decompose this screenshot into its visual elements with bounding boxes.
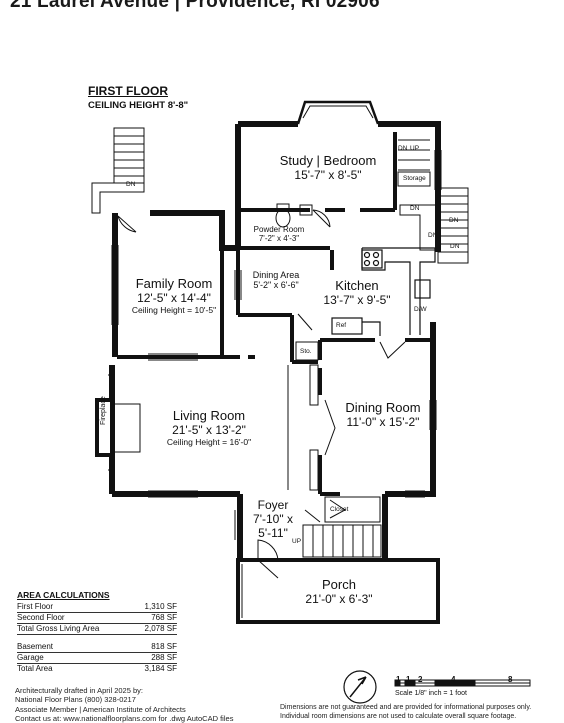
room-name: Foyer — [257, 498, 289, 512]
area-row: Second Floor 768 SF — [17, 613, 177, 624]
drafter-credits: Architecturally drafted in April 2025 by… — [15, 686, 233, 723]
room-name: Family Room — [135, 276, 213, 291]
area-title: AREA CALCULATIONS — [17, 590, 110, 600]
area-calculations: AREA CALCULATIONS First Floor 1,310 SF Se… — [17, 590, 177, 674]
area-value: 288 SF — [151, 653, 177, 662]
scale-tick: 4 — [451, 675, 456, 684]
area-label: Basement — [17, 642, 54, 651]
room-name: Kitchen — [335, 278, 379, 293]
disclaimer: Dimensions are not guaranteed and are pr… — [280, 704, 531, 721]
area-row: Basement 818 SF — [17, 642, 177, 653]
stair-dn-label: DN — [428, 232, 438, 239]
room-family-room: Family Room 12'-5" x 14'-4" Ceiling Heig… — [131, 276, 217, 316]
room-dining-area: Dining Area 5'-2" x 6'-6" — [252, 270, 300, 291]
area-row: Garage 288 SF — [17, 653, 177, 664]
refrigerator-label: Ref — [336, 322, 347, 329]
credit-line: Associate Member | American Institute of… — [15, 704, 186, 714]
room-ceiling-height: Ceiling Height = 16'-0" — [166, 436, 252, 447]
stair-dn-label: DN — [450, 243, 460, 250]
room-dimensions: 12'-5" x 14'-4" — [137, 290, 211, 305]
scale-tick: 1 — [406, 675, 411, 684]
area-row: Total Gross Living Area 2,078 SF — [17, 624, 177, 635]
area-label: First Floor — [17, 602, 53, 611]
room-powder-room: Powder Room 7'-2" x 4'-3" — [253, 225, 305, 244]
area-label: Second Floor — [17, 613, 65, 622]
room-kitchen: Kitchen 13'-7" x 9'-5" — [323, 278, 391, 308]
disclaimer-line: Individual room dimensions are not used … — [280, 712, 517, 720]
room-dimensions: 21'-5" x 13'-2" — [172, 422, 246, 437]
scale-tick: 8 — [508, 675, 513, 684]
area-value: 2,078 SF — [144, 624, 177, 633]
stair-dn-label: DN — [449, 217, 459, 224]
room-dimensions: 21'-0" x 6'-3" — [305, 591, 373, 606]
area-value: 1,310 SF — [144, 602, 177, 611]
area-row: Total Area 3,184 SF — [17, 664, 177, 674]
room-dimensions: 7'-2" x 4'-3" — [258, 233, 300, 243]
room-foyer: Foyer 7'-10" x 5'-11" — [253, 498, 293, 540]
scale-tick: 1 — [396, 675, 401, 684]
address-header: 21 Laurel Avenue | Providence, RI 02906 — [10, 0, 380, 12]
room-dimensions: 15'-7" x 8'-5" — [294, 167, 362, 182]
sto-closet-label: Sto. — [300, 348, 312, 355]
room-dimensions: 11'-0" x 15'-2" — [346, 414, 420, 429]
room-name: Dining Room — [345, 400, 421, 415]
room-name: Powder Room — [253, 225, 305, 234]
closet-label: Closet — [330, 506, 349, 513]
area-value: 818 SF — [151, 642, 177, 651]
dishwasher-label: D/W — [414, 306, 427, 313]
stair-up-label: UP — [292, 538, 302, 545]
stair-up-label: UP — [410, 145, 420, 152]
area-label: Garage — [17, 653, 44, 662]
room-study-bedroom: Study | Bedroom 15'-7" x 8'-5" — [279, 153, 377, 183]
credit-line: Architecturally drafted in April 2025 by… — [15, 686, 143, 695]
floor-title: FIRST FLOOR — [88, 84, 168, 98]
credit-line: Contact us at: www.nationalfloorplans.co… — [15, 713, 234, 723]
room-dining-room: Dining Room 11'-0" x 15'-2" — [345, 400, 421, 430]
room-ceiling-height: Ceiling Height = 10'-5" — [131, 304, 217, 315]
room-porch: Porch 21'-0" x 6'-3" — [305, 577, 373, 607]
room-dimensions-width: 7'-10" x — [253, 511, 293, 526]
room-dimensions: 5'-2" x 6'-6" — [253, 279, 299, 290]
area-value: 768 SF — [151, 613, 177, 622]
stair-dn-label: DN — [126, 181, 136, 188]
stair-dn-label: DN — [410, 205, 420, 212]
room-name: Study | Bedroom — [279, 153, 377, 168]
area-label: Total Gross Living Area — [17, 624, 100, 633]
scale-label: Scale 1/8" inch = 1 foot — [395, 690, 467, 697]
area-value: 3,184 SF — [144, 664, 177, 673]
disclaimer-line: Dimensions are not guaranteed and are pr… — [280, 704, 532, 711]
room-dimensions-length: 5'-11" — [258, 525, 288, 540]
credit-line: National Floor Plans (800) 328-0217 — [15, 695, 136, 705]
area-label: Total Area — [17, 664, 53, 673]
scale-tick: 2 — [418, 675, 423, 684]
area-row: First Floor 1,310 SF — [17, 602, 177, 613]
fireplace-label: Fireplace — [100, 396, 107, 425]
stair-dn-label: DN — [398, 145, 408, 152]
room-name: Dining Area — [252, 270, 300, 280]
room-name: Porch — [322, 577, 356, 592]
ceiling-height-note: CEILING HEIGHT 8'-8" — [88, 100, 189, 111]
room-dimensions: 13'-7" x 9'-5" — [323, 292, 391, 307]
storage-label: Storage — [403, 175, 426, 182]
room-living-room: Living Room 21'-5" x 13'-2" Ceiling Heig… — [166, 408, 252, 448]
room-name: Living Room — [172, 408, 246, 423]
